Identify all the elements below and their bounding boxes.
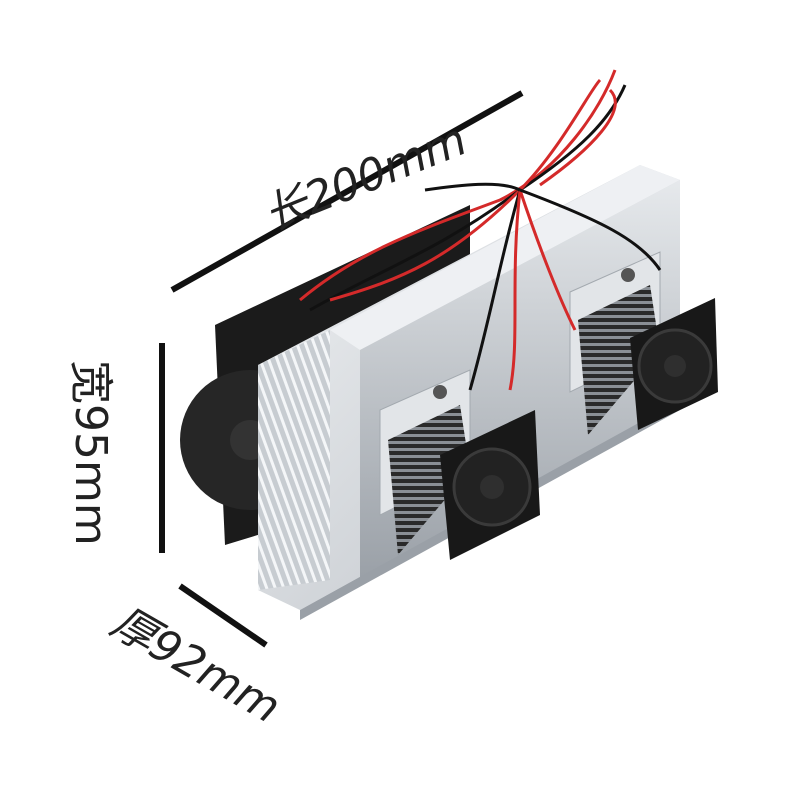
width-label: 宽95mm — [65, 360, 116, 546]
small-heatsink-left — [388, 405, 470, 555]
small-heatsink-right — [578, 285, 660, 435]
depth-dimension-line — [178, 583, 268, 648]
small-fan-right — [630, 298, 718, 430]
small-fan-left — [440, 410, 540, 560]
length-dimension-line — [170, 90, 524, 293]
wire-bundle — [299, 69, 662, 391]
